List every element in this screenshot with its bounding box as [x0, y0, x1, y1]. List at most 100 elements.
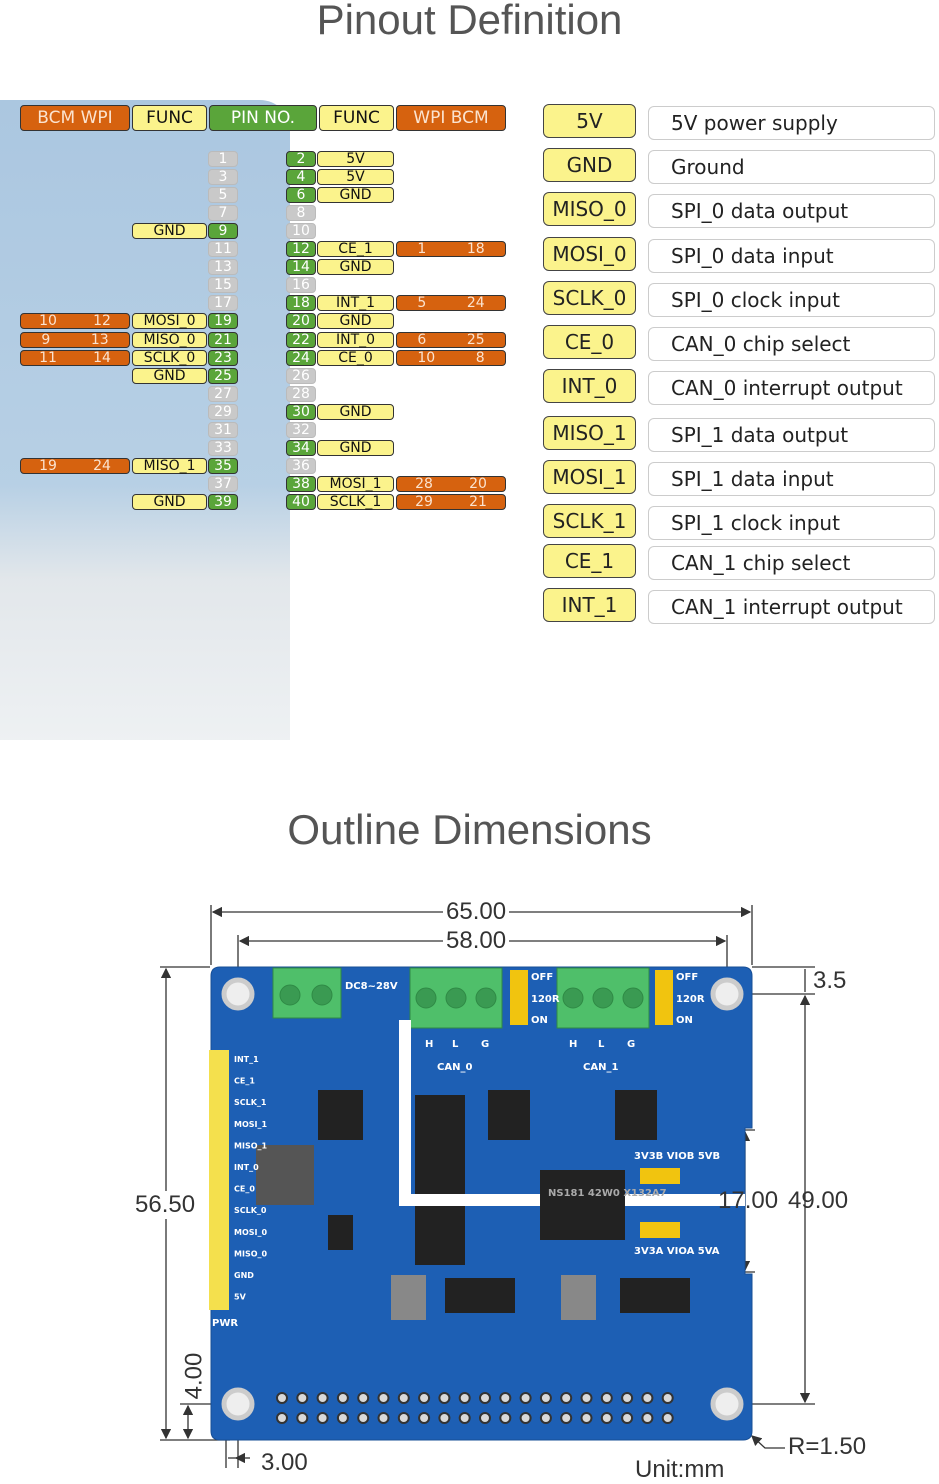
r_func-value: CE_1 [338, 241, 373, 258]
gpio-hole [357, 1392, 370, 1404]
func-pin-14: GND [317, 259, 394, 276]
gpio-hole [560, 1392, 573, 1404]
dim-top-offset: 3.5 [813, 967, 847, 994]
func-pin-18: INT_1 [317, 295, 394, 312]
legend-desc-sclk_1: SPI_1 clock input [648, 506, 935, 540]
func-pin-9: GND [132, 223, 207, 240]
func-pin-40: SCLK_1 [317, 493, 394, 510]
legend-desc-gnd: Ground [648, 150, 935, 184]
label-on-0: ON [531, 1015, 548, 1026]
label-pwr: PWR [212, 1318, 238, 1329]
pin-13: 13 [208, 259, 238, 276]
pin-9: 9 [208, 223, 238, 240]
gpio-hole [539, 1412, 552, 1424]
gpio-hole [641, 1392, 654, 1404]
l_pin-value: 25 [214, 367, 232, 384]
r_wpi-value: 6 [417, 331, 427, 348]
dim-hole-spacing-x: 58.00 [443, 927, 510, 955]
l_pin-value: 33 [214, 439, 232, 456]
label-h0: H [425, 1039, 433, 1050]
pin-17: 17 [208, 295, 238, 312]
func-pin-22: INT_0 [317, 331, 394, 348]
header-pin-no: PIN NO. [209, 105, 317, 131]
pin-25: 25 [208, 367, 238, 384]
side-header-label: GND [234, 1271, 254, 1280]
func-pin-12: CE_1 [317, 241, 394, 258]
pin-39: 39 [208, 493, 238, 510]
gpio-hole [296, 1412, 309, 1424]
side-header-label: MISO_0 [234, 1249, 268, 1258]
legend-desc-mosi_0: SPI_0 data input [648, 239, 935, 273]
r_func-value: GND [339, 313, 372, 330]
l_pin-value: 31 [214, 421, 232, 438]
l_pin-value: 7 [218, 205, 228, 222]
header-func-left: FUNC [132, 105, 207, 131]
r_pin-value: 20 [292, 313, 310, 330]
header-bcm-wpi-left: BCM WPI [20, 105, 130, 131]
side-header-label: MOSI_0 [234, 1228, 268, 1237]
r_func-value: 5V [346, 151, 365, 167]
l_pin-value: 13 [214, 259, 232, 276]
pin-33: 33 [208, 439, 238, 456]
label-off-1: OFF [676, 972, 698, 983]
func-pin-2: 5V [317, 151, 394, 167]
pin-26: 26 [286, 367, 316, 384]
pin-31: 31 [208, 421, 238, 438]
pin-40: 40 [286, 493, 316, 510]
r_func-value: 5V [346, 169, 365, 186]
r_func-value: GND [339, 259, 372, 276]
r_pin-value: 26 [292, 367, 310, 384]
dim-width-total: 65.00 [443, 898, 510, 926]
l_func-value: MOSI_0 [143, 313, 196, 330]
pin-18: 18 [286, 295, 316, 312]
label-g1: G [627, 1039, 635, 1050]
r_bcm-value: 20 [469, 475, 487, 492]
l_pin-value: 29 [214, 403, 232, 420]
r_pin-value: 34 [292, 439, 310, 456]
legend-key-mosi_1: MOSI_1 [543, 460, 636, 494]
unit-label: Unit:mm [635, 1456, 725, 1483]
label-can0: CAN_0 [437, 1062, 472, 1073]
label-vio-b: 3V3B VIOB 5VB [634, 1151, 720, 1162]
func-pin-30: GND [317, 403, 394, 420]
r_pin-value: 2 [296, 151, 306, 167]
gpio-hole [519, 1412, 532, 1424]
legend-desc-mosi_1: SPI_1 data input [648, 462, 935, 496]
dim-bottom-offset: 4.00 [180, 1352, 208, 1400]
label-l0: L [452, 1039, 459, 1050]
l_bcm-value: 19 [39, 457, 57, 474]
dim-left-offset: 3.00 [261, 1449, 308, 1476]
pin-3: 3 [208, 169, 238, 186]
l_pin-value: 35 [214, 457, 232, 474]
r_bcm-value: 25 [466, 331, 485, 348]
side-header-label: 5V [234, 1293, 247, 1302]
r_pin-value: 32 [292, 421, 310, 438]
l_wpi-value: 13 [90, 331, 109, 348]
pinout-title: Pinout Definition [316, 0, 623, 43]
pin-14: 14 [286, 259, 316, 276]
pin-38: 38 [286, 475, 316, 492]
gpio-hole [438, 1412, 451, 1424]
func-pin-6: GND [317, 187, 394, 204]
pin-30: 30 [286, 403, 316, 420]
legend-key-miso_0: MISO_0 [543, 192, 636, 226]
pin-28: 28 [286, 385, 316, 402]
legend-key-miso_1: MISO_1 [543, 416, 636, 450]
pin-16: 16 [286, 277, 316, 294]
func-pin-38: MOSI_1 [317, 475, 394, 492]
r_wpi-value: 5 [417, 295, 427, 312]
func-pin-4: 5V [317, 169, 394, 186]
func-pin-23: SCLK_0 [132, 349, 207, 366]
r_bcm-value: 24 [466, 295, 485, 312]
label-120r-0: 120R [531, 994, 560, 1005]
pin-1: 1 [208, 151, 238, 167]
legend-desc-ce_0: CAN_0 chip select [648, 327, 935, 361]
pin-29: 29 [208, 403, 238, 420]
l_func-value: SCLK_0 [143, 349, 196, 366]
pin-15: 15 [208, 277, 238, 294]
gpio-hole [418, 1392, 431, 1404]
func-pin-25: GND [132, 367, 207, 384]
l_pin-value: 9 [218, 223, 228, 240]
